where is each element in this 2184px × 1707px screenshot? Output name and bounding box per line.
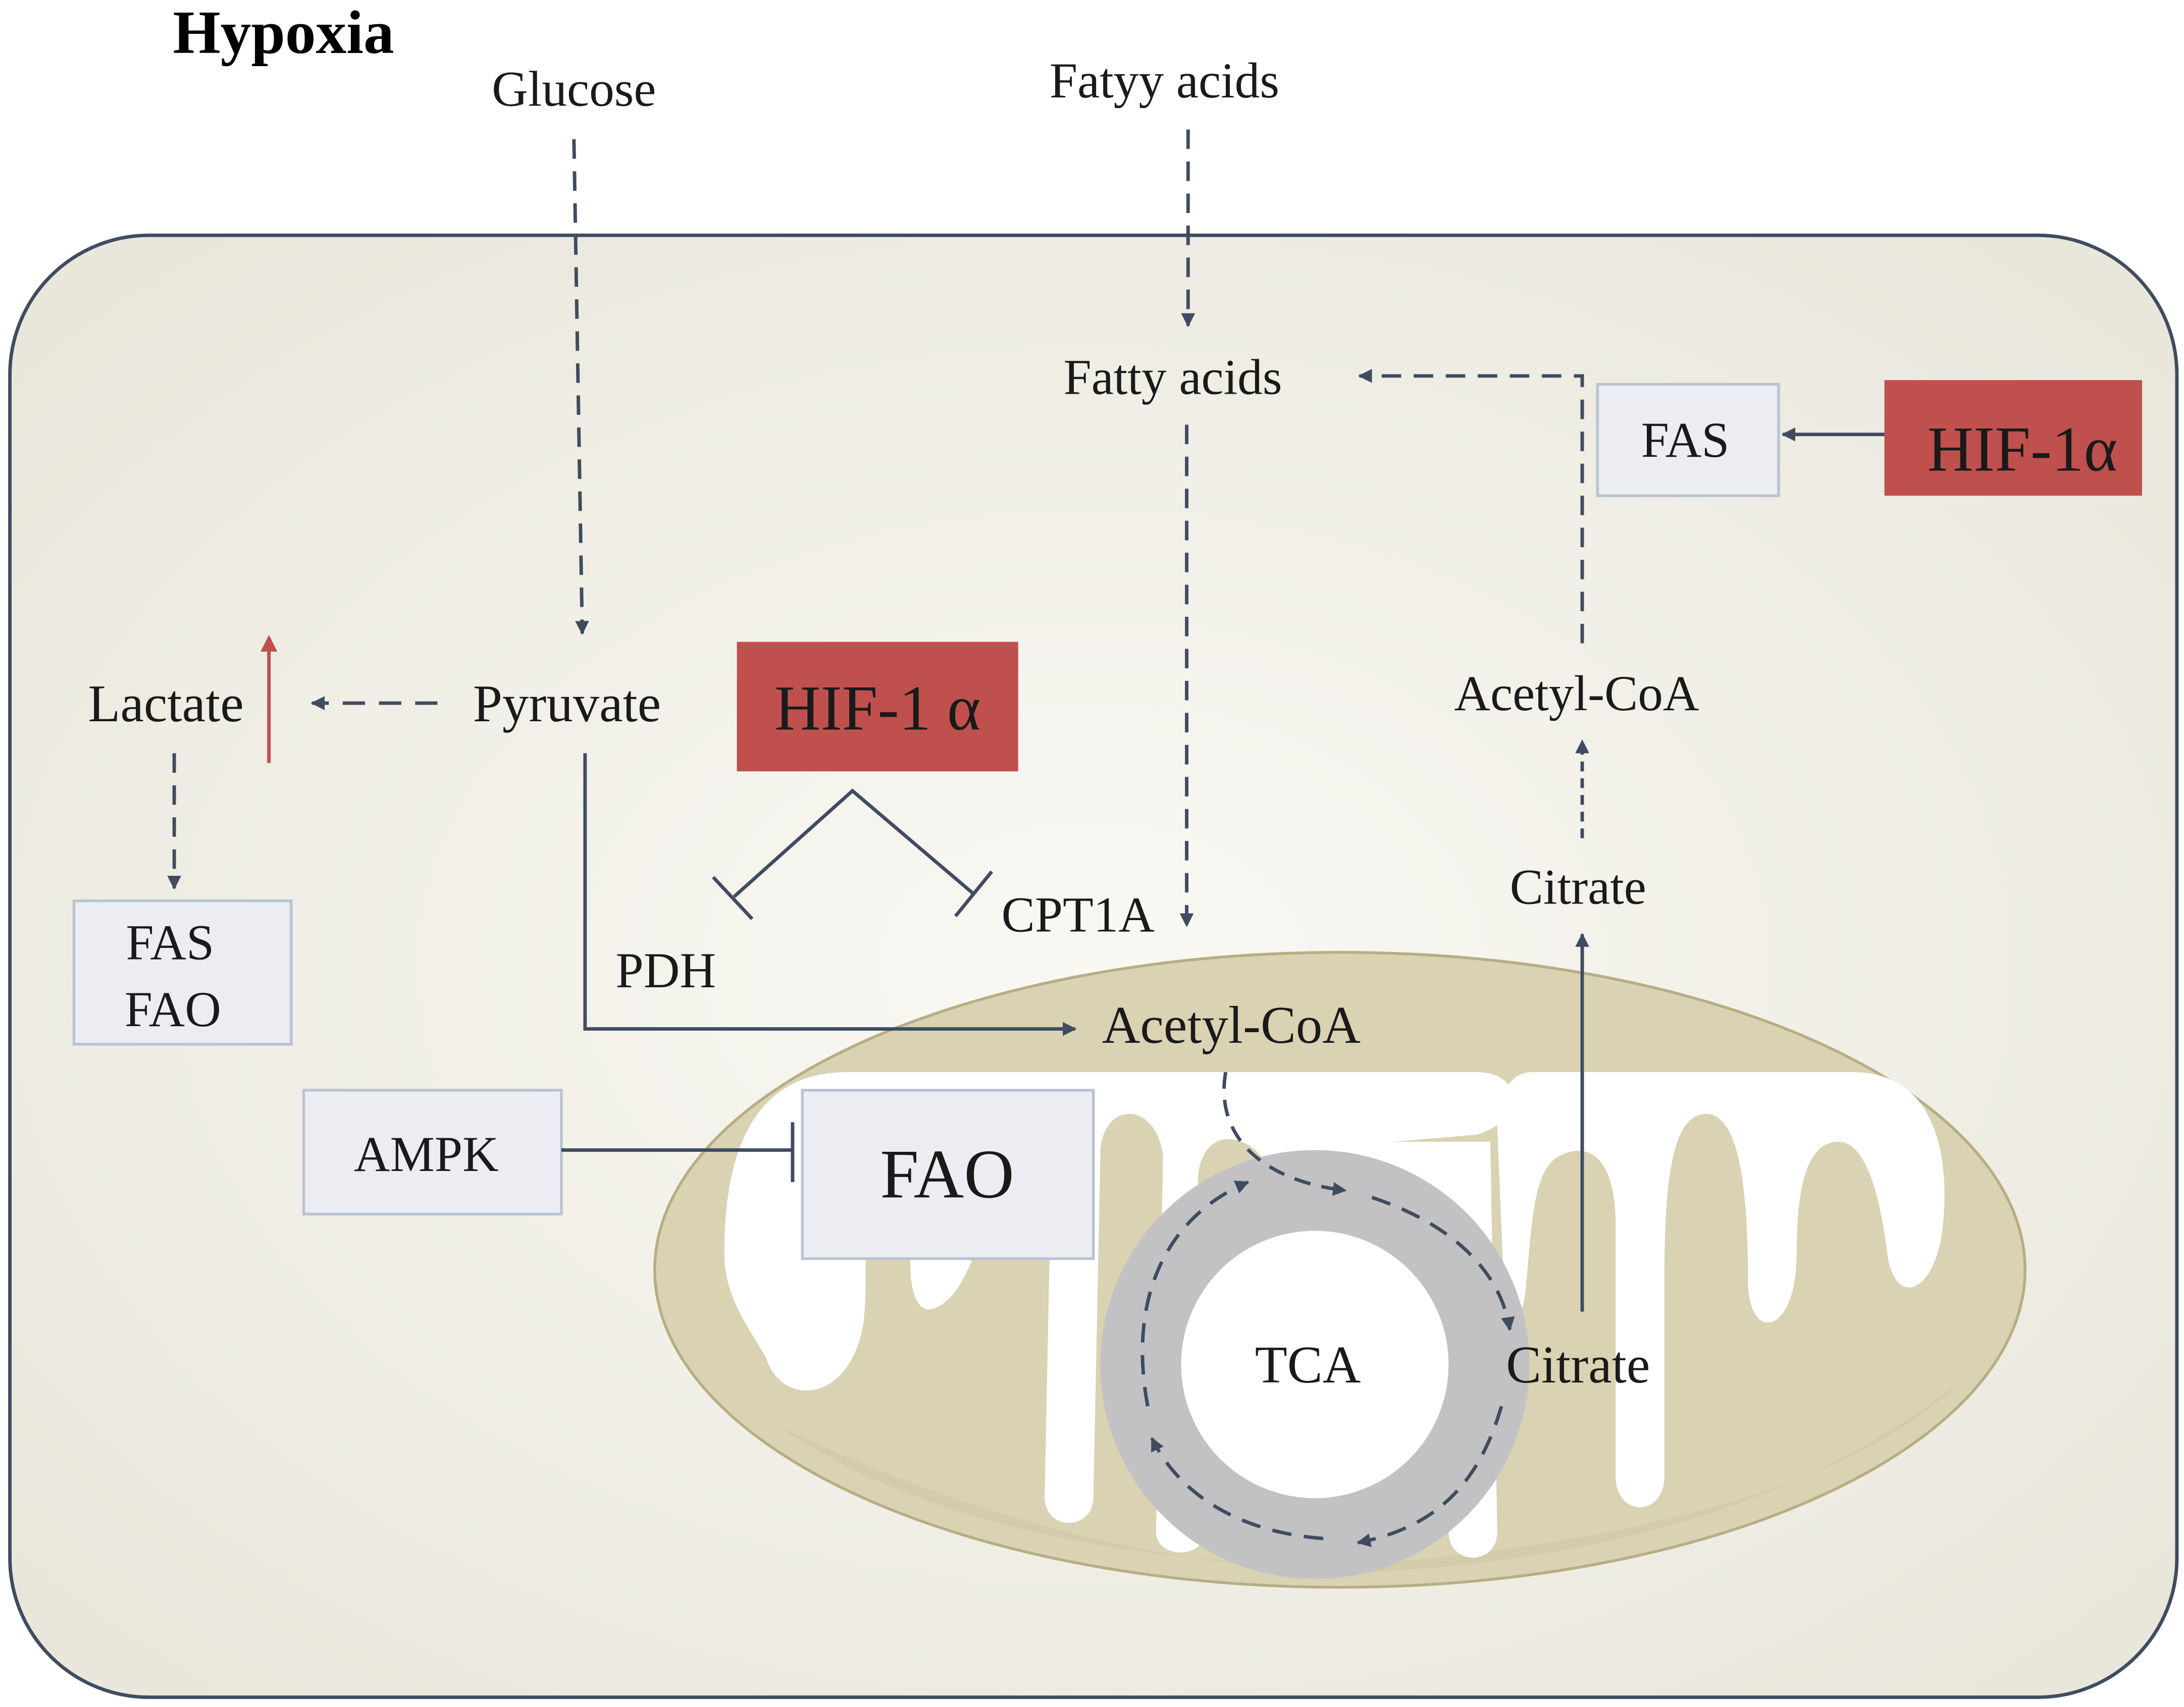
fas-fao-left-box-bg — [72, 899, 293, 1046]
arrow-acetyl-coa-to-tca — [1222, 1072, 1347, 1196]
lactate-label: Lactate — [88, 674, 243, 733]
fatty-acids-label: Fatty acids — [1064, 350, 1282, 405]
ampk-box-bg — [302, 1089, 563, 1216]
tca-cycle-arrow-1 — [1371, 1196, 1515, 1331]
external-fatty-acids-label: Fatyy acids — [1050, 54, 1279, 109]
acetyl-coa-mito-label: Acetyl-CoA — [1102, 996, 1361, 1054]
arrow-glucose-to-pyruvate — [572, 139, 589, 635]
pdh-label: PDH — [616, 943, 716, 998]
hif-1a-center-box: HIF-1 α — [737, 642, 1018, 772]
cpt1a-label: CPT1A — [1002, 887, 1155, 942]
fas-right-label: FAS — [1641, 413, 1730, 468]
ampk-box: AMPK — [302, 1089, 563, 1216]
citrate-top-label: Citrate — [1510, 860, 1646, 915]
ampk-label: AMPK — [354, 1127, 499, 1182]
hif-1a-right-box-bg — [1884, 380, 2142, 496]
inhibition-bar-cpt1a — [954, 870, 994, 918]
fao-left-label: FAO — [125, 982, 221, 1037]
hif-1a-center-box-bg — [737, 642, 1018, 772]
glucose-label: Glucose — [492, 62, 656, 117]
fas-left-label: FAS — [126, 916, 214, 971]
tca-label: TCA — [1255, 1336, 1361, 1394]
mitochondrion-inner-shading — [780, 1378, 1964, 1574]
pyruvate-label: Pyruvate — [473, 674, 661, 733]
tca-cycle-arrow-2 — [1357, 1406, 1503, 1548]
arrow-pyruvate-to-acetyl-coa — [583, 753, 1077, 1036]
arrow-acetyl-coa-to-fatty-acids — [1358, 369, 1584, 644]
fao-mito-label: FAO — [880, 1135, 1014, 1212]
citrate-mito-label: Citrate — [1506, 1336, 1650, 1394]
diagram-title: Hypoxia — [173, 0, 394, 67]
hif-1a-right-label: HIF-1α — [1927, 414, 2117, 485]
tca-cycle-arrow-4 — [1140, 1180, 1250, 1407]
fas-right-box: FAS — [1596, 383, 1780, 497]
inhibition-hif-pdh-cpt1a — [733, 788, 975, 898]
fao-mito-box: FAO — [801, 1089, 1095, 1260]
tca-center — [1181, 1231, 1449, 1499]
hif-1a-center-label: HIF-1 α — [774, 673, 980, 743]
fas-fao-left-box: FAS FAO — [72, 899, 293, 1046]
inhibition-bar-pdh — [712, 876, 754, 921]
fas-right-box-bg — [1596, 383, 1780, 497]
crista — [1497, 1072, 1945, 1508]
acetyl-coa-top-label: Acetyl-CoA — [1454, 666, 1699, 721]
hif-1a-right-box: HIF-1α — [1884, 380, 2142, 496]
fao-mito-box-bg — [801, 1089, 1095, 1260]
tca-cycle-arrow-3 — [1150, 1437, 1324, 1540]
